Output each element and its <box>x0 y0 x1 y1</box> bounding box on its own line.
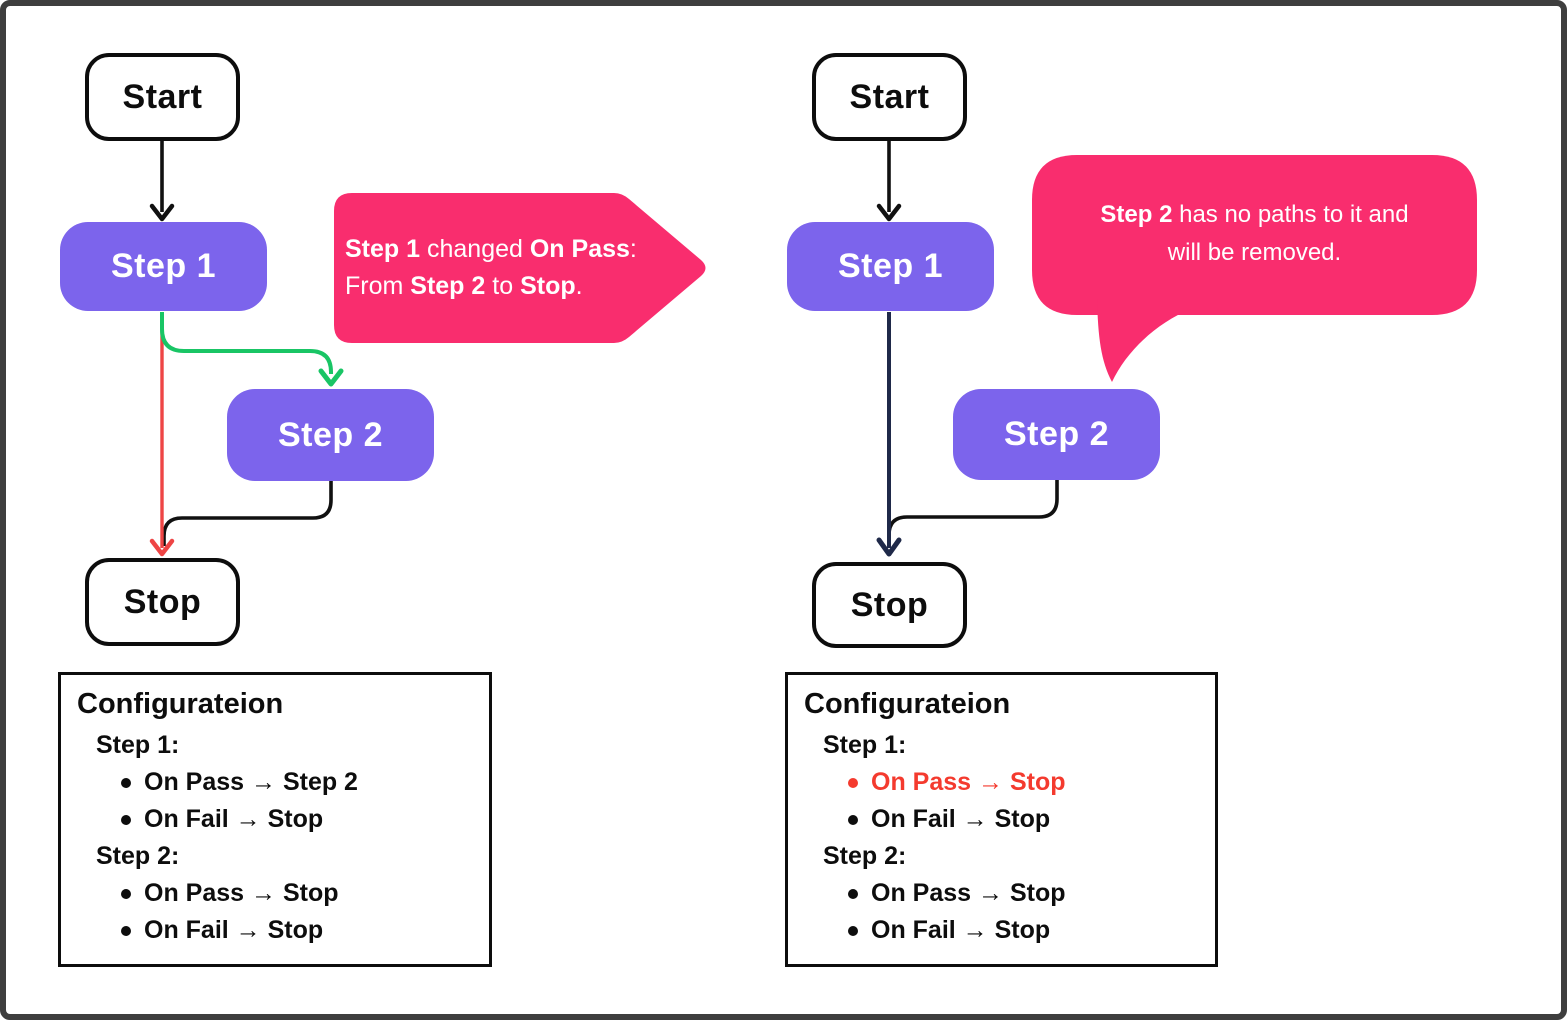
right-step2-to-stop-line <box>887 480 1059 544</box>
bubble-line-2: will be removed. <box>1167 239 1342 266</box>
left-config-item-text: On Fail → Stop <box>144 916 324 944</box>
right-config-step2-label: Step 2: <box>823 842 907 870</box>
left-config-item-text: On Pass → Stop <box>144 879 339 907</box>
right-stop-arrowhead-icon <box>876 537 902 557</box>
bullet-icon <box>848 777 858 788</box>
callout-line-1: Step 1 changed On Pass: <box>345 235 637 263</box>
right-config-title: Configurateion <box>804 688 1011 720</box>
right-config-item-text: On Pass → Stop <box>871 879 1066 907</box>
left-step1-node: Step 1 <box>60 222 267 311</box>
left-step2-node: Step 2 <box>227 389 434 481</box>
left-stop-arrowhead-icon <box>149 538 175 557</box>
right-config-item: On Pass → Stop <box>848 875 1215 912</box>
bullet-icon <box>121 777 131 788</box>
left-step1-to-step2-line <box>160 312 333 374</box>
speech-bubble-tail <box>1097 298 1191 382</box>
left-config-item: On Pass → Stop <box>121 875 489 912</box>
right-config-item: On Fail → Stop <box>848 801 1215 838</box>
left-config-step2-label: Step 2: <box>96 842 180 870</box>
bullet-icon <box>848 888 858 899</box>
speech-bubble-shape <box>1032 155 1477 315</box>
bubble-line-1: Step 2 has no paths to it and <box>1100 201 1409 228</box>
left-config-box: Configurateion Step 1: On Pass → Step 2 … <box>58 672 492 967</box>
right-config-item-text: On Pass → Stop <box>871 768 1066 796</box>
pink-callout-shape <box>334 193 706 343</box>
right-config-item: On Fail → Stop <box>848 912 1215 949</box>
right-config-item-text: On Fail → Stop <box>871 805 1051 833</box>
bullet-icon <box>121 925 131 936</box>
left-config-item: On Fail → Stop <box>121 801 489 838</box>
pink-callout-text: Step 1 changed On Pass: From Step 2 to S… <box>345 194 637 342</box>
left-config-item-text: On Pass → Step 2 <box>144 768 358 796</box>
bullet-icon <box>848 814 858 825</box>
right-config-item-text: On Fail → Stop <box>871 916 1051 944</box>
right-config-box: Configurateion Step 1: On Pass → Stop On… <box>785 672 1218 967</box>
left-start-node: Start <box>85 53 240 141</box>
left-stop-node: Stop <box>85 558 240 646</box>
right-step2-node: Step 2 <box>953 389 1160 480</box>
bullet-icon <box>121 888 131 899</box>
left-config-item-text: On Fail → Stop <box>144 805 324 833</box>
callout-line-2: From Step 2 to Stop. <box>345 272 583 300</box>
left-start-arrowhead-icon <box>149 203 175 222</box>
left-step2-to-stop-line <box>162 481 333 546</box>
left-config-title: Configurateion <box>77 688 284 720</box>
left-config-step1-label: Step 1: <box>96 731 180 759</box>
right-config-item-changed: On Pass → Stop <box>848 764 1215 801</box>
right-start-node: Start <box>812 53 967 141</box>
left-config-item: On Pass → Step 2 <box>121 764 489 801</box>
right-start-arrowhead-icon <box>876 203 902 222</box>
speech-bubble-text: Step 2 has no paths to it and will be re… <box>1042 196 1467 272</box>
left-config-item: On Fail → Stop <box>121 912 489 949</box>
bullet-icon <box>121 814 131 825</box>
left-step2-arrowhead-icon <box>318 368 344 387</box>
bullet-icon <box>848 925 858 936</box>
right-config-step1-label: Step 1: <box>823 731 907 759</box>
right-step1-node: Step 1 <box>787 222 994 311</box>
right-stop-node: Stop <box>812 562 967 648</box>
